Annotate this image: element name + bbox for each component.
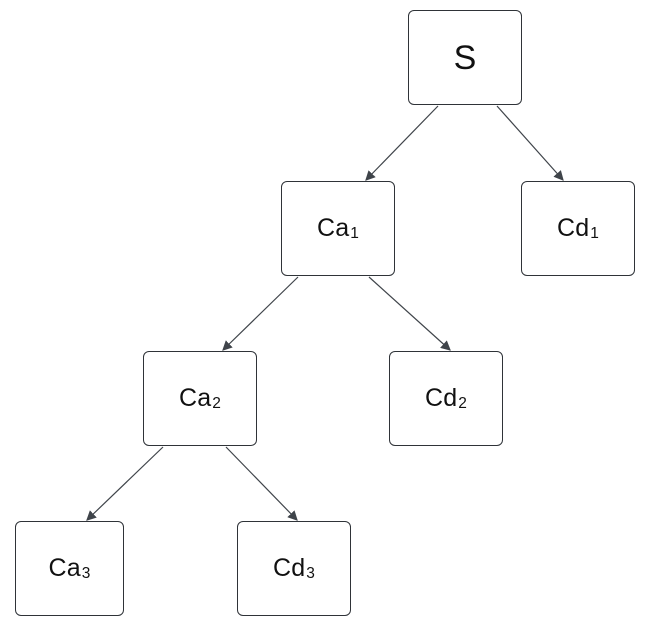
- node-subscript-ca2: 2: [212, 395, 221, 413]
- node-ca1: Ca1: [281, 181, 395, 276]
- node-base-cd1: Cd: [557, 214, 590, 242]
- node-ca3: Ca3: [15, 521, 124, 616]
- node-label-ca3: Ca3: [48, 554, 91, 583]
- node-subscript-cd2: 2: [458, 395, 467, 413]
- node-subscript-ca1: 1: [350, 225, 359, 243]
- node-base-ca3: Ca: [48, 554, 81, 582]
- node-s: S: [408, 10, 522, 105]
- node-label-cd2: Cd2: [425, 384, 467, 413]
- node-ca2: Ca2: [143, 351, 257, 446]
- edge-ca1-to-ca2: [222, 276, 299, 351]
- node-cd2: Cd2: [389, 351, 503, 446]
- edge-ca2-to-cd3: [225, 446, 298, 521]
- node-subscript-cd1: 1: [590, 225, 599, 243]
- node-cd1: Cd1: [521, 181, 635, 276]
- node-label-cd3: Cd3: [273, 554, 315, 583]
- node-base-ca2: Ca: [179, 384, 212, 412]
- edge-s-to-cd1: [496, 105, 564, 181]
- node-base-ca1: Ca: [317, 214, 350, 242]
- node-base-cd3: Cd: [273, 554, 306, 582]
- edge-ca1-to-cd2: [368, 276, 451, 351]
- edge-s-to-ca1: [365, 105, 439, 181]
- node-subscript-ca3: 3: [81, 565, 91, 583]
- node-label-s: S: [453, 38, 477, 77]
- node-label-ca1: Ca1: [317, 214, 359, 243]
- node-label-cd1: Cd1: [557, 214, 599, 243]
- edge-ca2-to-ca3: [86, 446, 164, 521]
- node-subscript-cd3: 3: [306, 565, 315, 583]
- node-cd3: Cd3: [237, 521, 351, 616]
- node-label-ca2: Ca2: [179, 384, 221, 413]
- node-base-cd2: Cd: [425, 384, 458, 412]
